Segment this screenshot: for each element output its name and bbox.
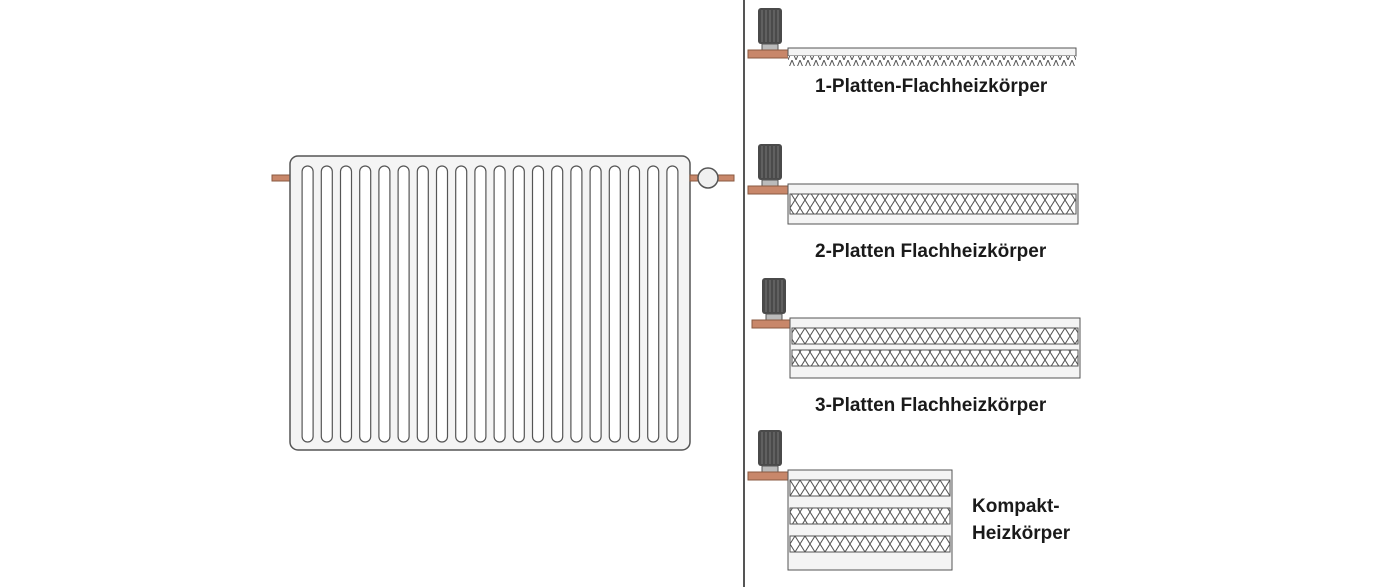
panel-fins [788, 56, 1076, 66]
panel-lattice [791, 327, 1079, 345]
panel-top-convector [787, 47, 1077, 57]
panel-lattice [789, 507, 951, 525]
radiator-section [608, 165, 621, 443]
compact-radiator [747, 430, 953, 571]
left-inlet-pipe [271, 174, 293, 182]
compact-label-line1: Kompakt- [972, 496, 1060, 517]
radiator-section [551, 165, 564, 443]
radiator-section [416, 165, 429, 443]
radiator-section [378, 165, 391, 443]
radiator-section [570, 165, 583, 443]
radiator-section [359, 165, 372, 443]
radiator-section [627, 165, 641, 443]
panel-lattice [789, 479, 951, 497]
one-panel-radiator [747, 8, 1077, 66]
three-panel-label: 3-Platten Flachheizkörper [815, 395, 1047, 416]
radiator-section [666, 165, 679, 443]
radiator-section [301, 165, 314, 443]
radiator-section [455, 165, 468, 443]
radiator-section [339, 165, 353, 443]
thermostat-valve-icon [747, 430, 793, 481]
thermostat-valve-icon [747, 144, 793, 195]
two-panel-label: 2-Platten Flachheizkörper [815, 241, 1047, 262]
radiator-section [320, 165, 333, 443]
radiator-section [531, 165, 545, 443]
one-panel-label: 1-Platten-Flachheizkörper [815, 76, 1048, 97]
panel-lattice [789, 193, 1077, 215]
radiator-section [474, 165, 487, 443]
radiator-section [512, 165, 525, 443]
panel-frame [789, 317, 1081, 379]
two-panel-radiator [747, 144, 1079, 225]
radiator-section [435, 165, 449, 443]
three-panel-radiator [751, 278, 1081, 379]
column-radiator [271, 155, 735, 451]
thermostat-valve-icon [751, 278, 797, 329]
compact-label-line2: Heizkörper [972, 523, 1071, 544]
bleed-valve-icon [697, 167, 719, 189]
radiator-section [647, 165, 660, 443]
panel-lattice [789, 535, 951, 553]
thermostat-valve-icon [747, 8, 793, 59]
radiator-section [589, 165, 602, 443]
panel-lattice [791, 349, 1079, 367]
radiator-sections [301, 165, 679, 443]
radiator-section [397, 165, 410, 443]
radiator-section [493, 165, 506, 443]
